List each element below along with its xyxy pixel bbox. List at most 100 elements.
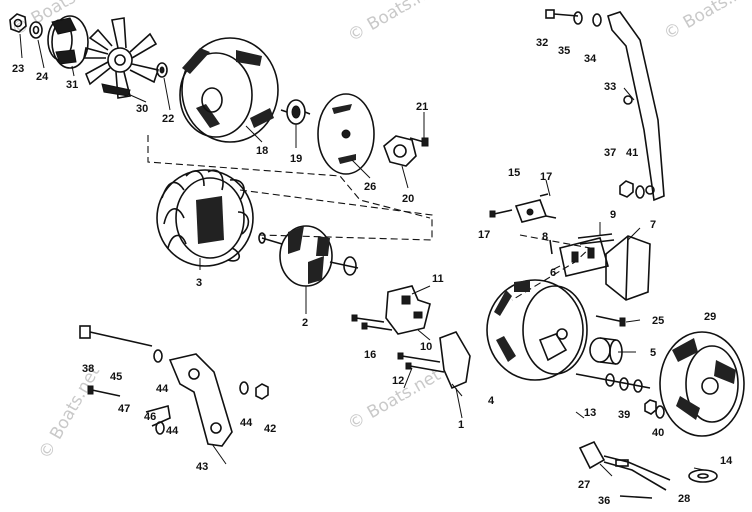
guide-line-upper: [147, 135, 431, 219]
nut-part-39: [644, 399, 657, 415]
callout-28: 28: [678, 493, 690, 505]
callout-23: 23: [12, 63, 24, 75]
spacer-part-22: [156, 62, 168, 78]
callout-46: 46: [144, 411, 156, 423]
callout-29: 29: [704, 311, 716, 323]
callout-47: 47: [118, 403, 130, 415]
nut-part-23: [9, 13, 27, 33]
callout-36: 36: [598, 495, 610, 507]
watermarks: © Boats.net © Boats.net © Boats.net © Bo…: [9, 0, 752, 463]
callout-6: 6: [550, 267, 556, 279]
callout-37: 37: [604, 147, 616, 159]
callout-16: 16: [364, 349, 376, 361]
rear-cover-part-29: [659, 331, 745, 437]
slip-ring-end-frame-part-4: [486, 279, 588, 381]
callout-17-left: 17: [478, 229, 490, 241]
pulley-part-31: [47, 15, 89, 69]
callout-45: 45: [110, 371, 122, 383]
callout-15: 15: [508, 167, 520, 179]
screw-part-8: [549, 239, 553, 255]
callout-31: 31: [66, 79, 78, 91]
callout-35: 35: [558, 45, 570, 57]
callout-3: 3: [196, 277, 202, 289]
nut-part-42: [255, 383, 269, 400]
callout-32: 32: [536, 37, 548, 49]
rotor-part-2: [258, 225, 359, 287]
callout-22: 22: [162, 113, 174, 125]
screw-part-21: [409, 137, 429, 147]
through-bolt-part-25: [595, 315, 626, 327]
nut-part-37: [619, 180, 634, 198]
bolt-part-38: [79, 325, 153, 347]
callout-14: 14: [720, 455, 733, 467]
fan-part-30: [83, 17, 160, 99]
callout-43: 43: [196, 461, 208, 473]
diode-trio-part-11: [385, 285, 431, 335]
washer-part-44-upper: [153, 349, 163, 363]
washer-part-44-right: [239, 381, 249, 395]
callout-20: 20: [402, 193, 414, 205]
callout-13: 13: [584, 407, 596, 419]
callout-42: 42: [264, 423, 276, 435]
regulator-part-7: [605, 235, 651, 301]
callout-25: 25: [652, 315, 664, 327]
callout-12: 12: [392, 375, 404, 387]
callout-21: 21: [416, 101, 428, 113]
callout-27: 27: [578, 479, 590, 491]
adjusting-bracket-part-33: [607, 11, 665, 202]
callout-44-right: 44: [240, 417, 253, 429]
callout-18: 18: [256, 145, 268, 157]
callout-44-lower: 44: [166, 425, 179, 437]
bearing-part-19: [280, 99, 311, 125]
washer-part-14: [688, 469, 718, 483]
callout-9: 9: [610, 209, 616, 221]
screws-part-16: [351, 314, 393, 331]
callout-34: 34: [584, 53, 597, 65]
mounting-bracket-part-43: [168, 353, 233, 447]
lockwasher-part-35: [573, 11, 583, 25]
screw-part-36: [619, 495, 653, 499]
watermark-top-right: © Boats.net: [661, 0, 752, 44]
washer-part-34: [592, 13, 602, 27]
screw-part-17: [489, 193, 557, 219]
guide-line-right: [511, 234, 592, 301]
plug-part-27: [578, 440, 606, 470]
brush-holder-part-6: [559, 237, 609, 277]
callout-40: 40: [652, 427, 664, 439]
screw-part-45: [87, 385, 121, 397]
callout-24: 24: [36, 71, 49, 83]
bushing-part-5: [589, 337, 623, 365]
callout-1: 1: [458, 419, 464, 431]
retainer-part-20: [383, 135, 417, 167]
terminal-assembly-part-15: [514, 199, 548, 223]
callout-26: 26: [364, 181, 376, 193]
callout-33: 33: [604, 81, 616, 93]
callout-17-top: 17: [540, 171, 552, 183]
bracket-part-1: [439, 331, 471, 390]
harness-part-28: [603, 455, 671, 491]
callout-30: 30: [136, 103, 148, 115]
watermark-bottom-left: © Boats.net: [35, 362, 104, 462]
leader-lines: [19, 33, 705, 477]
callout-4: 4: [488, 395, 495, 407]
callout-5: 5: [650, 347, 656, 359]
drive-end-frame-part-18: [179, 37, 279, 143]
washer-part-40: [655, 405, 665, 419]
callout-38: 38: [82, 363, 94, 375]
watermark-top-middle: © Boats.net: [345, 0, 445, 46]
washer-part-46: [155, 421, 165, 435]
callout-2: 2: [302, 317, 308, 329]
washer-part-24: [29, 21, 43, 39]
callout-7: 7: [650, 219, 656, 231]
screws-part-9: [577, 233, 615, 245]
stator-part-3: [156, 169, 254, 267]
callout-39: 39: [618, 409, 630, 421]
bolt-part-32: [545, 9, 579, 19]
callout-11: 11: [432, 273, 444, 285]
screws-part-12: [397, 352, 445, 373]
assembly-guide-lines: [147, 135, 592, 301]
callout-8: 8: [542, 231, 548, 243]
plate-part-26: [317, 93, 375, 175]
callout-labels: 23 24 31 30 22 18 19 26 21 20 32 35 34 3…: [12, 37, 733, 507]
